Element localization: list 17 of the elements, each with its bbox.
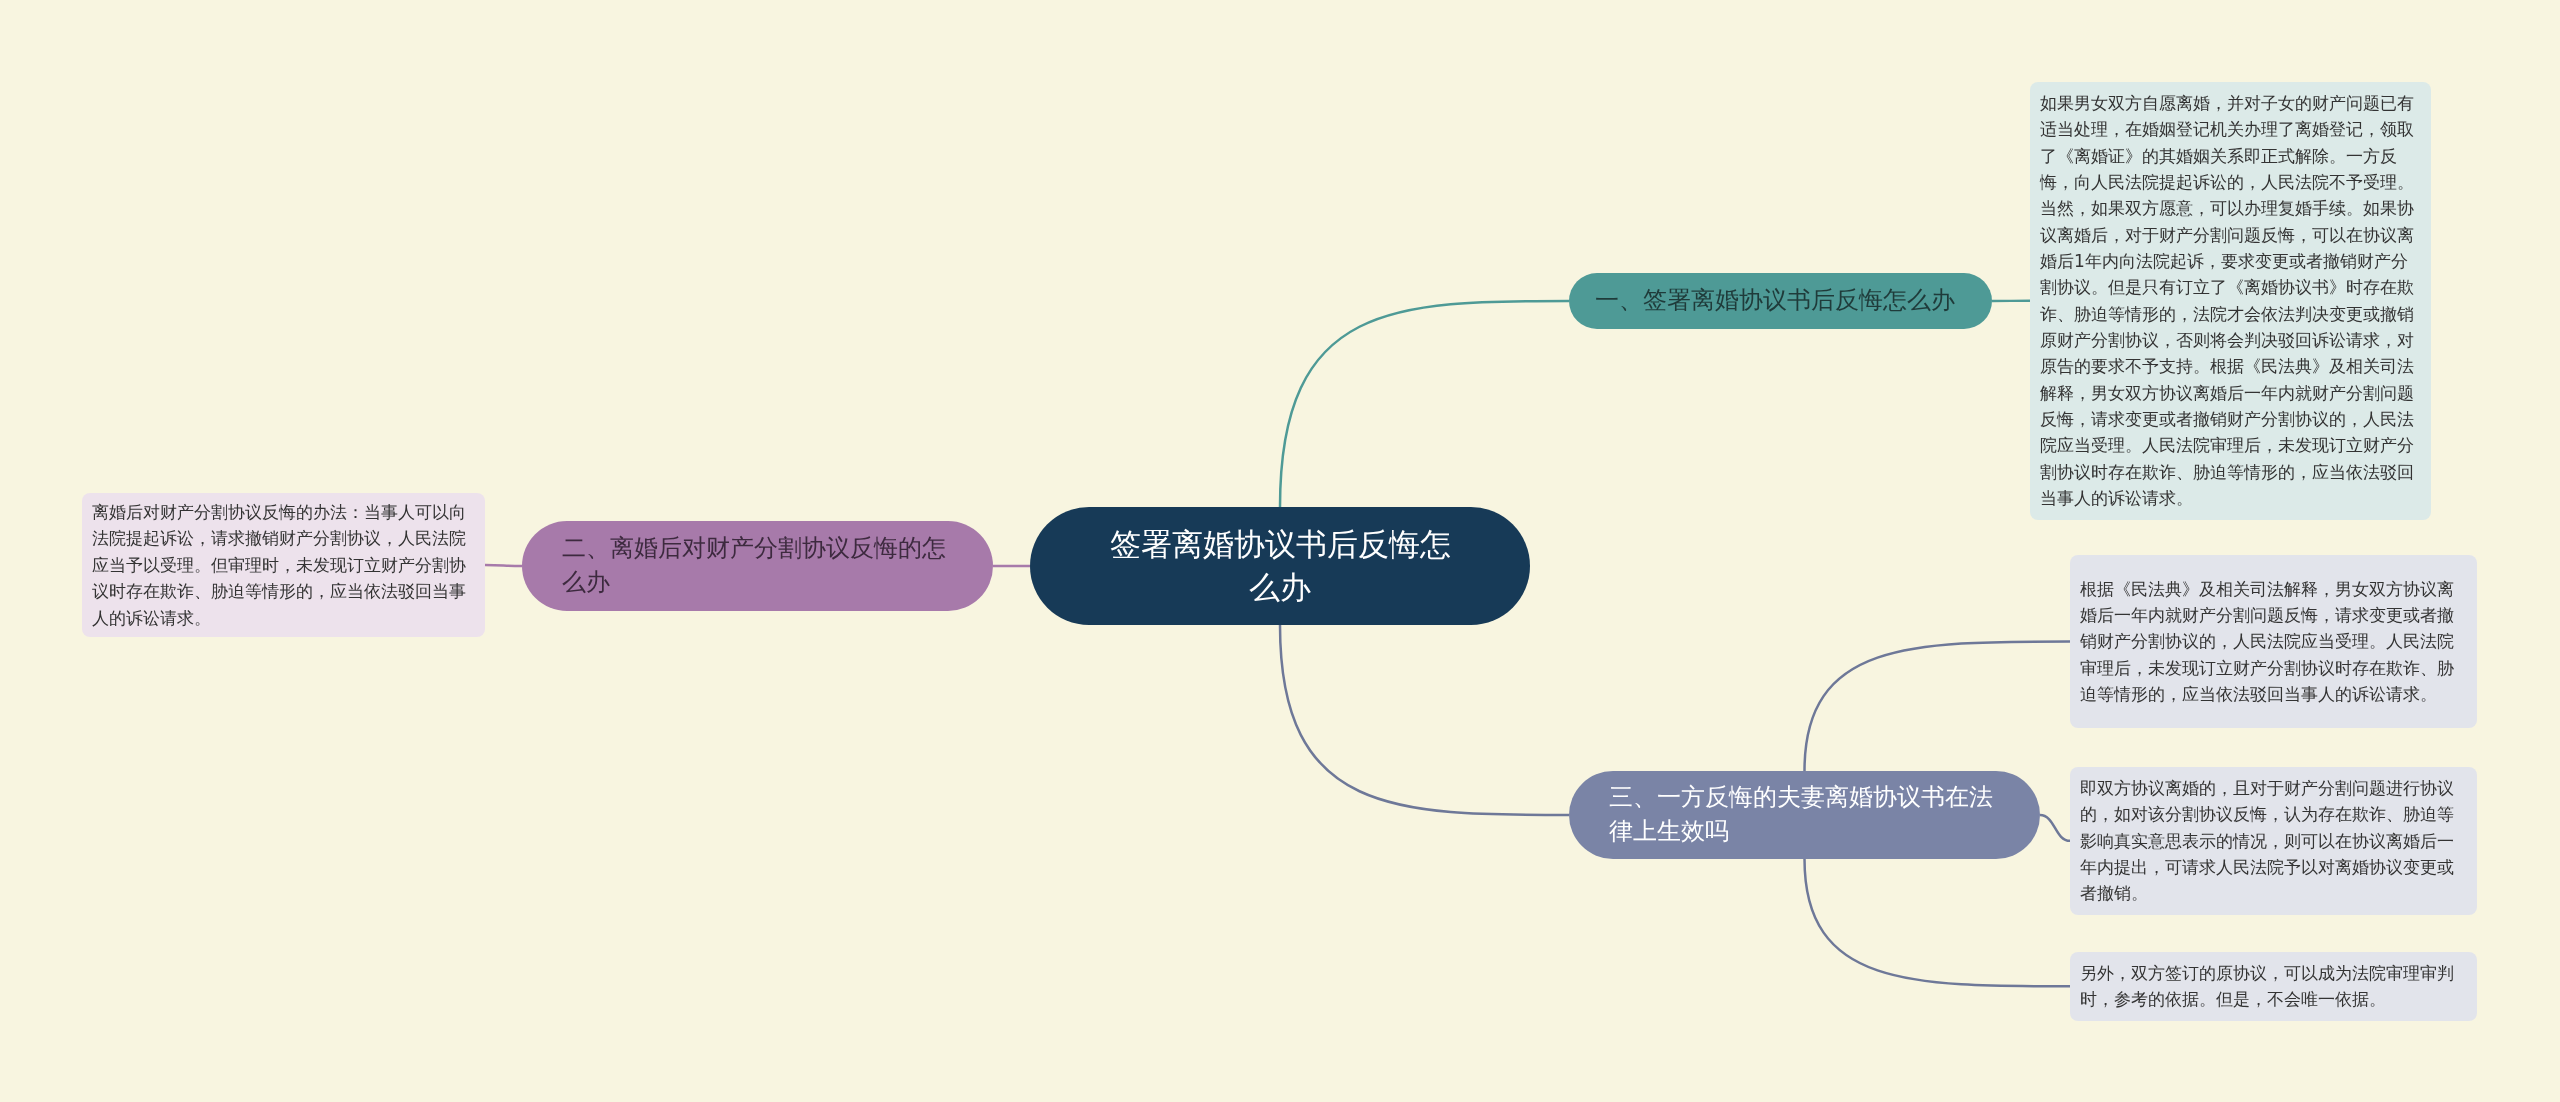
central-topic: 签署离婚协议书后反悔怎么办 — [1030, 507, 1530, 625]
note-box: 离婚后对财产分割协议反悔的办法：当事人可以向法院提起诉讼，请求撤销财产分割协议，人民法院应当予以受理。但审理时，未发现订立财产分割协议时存在欺诈、胁迫等情形的，应当依法驳回当事人的诉讼请求。 — [82, 493, 485, 637]
connector-line — [1803, 640, 2070, 772]
note-box: 如果男女双方自愿离婚，并对子女的财产问题已有适当处理，在婚姻登记机关办理了离婚登记，领取了《离婚证》的其婚姻关系即正式解除。一方反悔，向人民法院提起诉讼的，人民法院不予受理。当然，如果双方愿意，可以办理复婚手续。如果协议离婚后，对于财产分割问题反悔，可以在协议离婚后1年内向法院起诉，要求变更或者撤销财产分割协议。但是只有订立了《离婚协议书》时存在欺诈、胁迫等情形的，法院才会依法判决变更或撤销原财产分割协议，否则将会判决驳回诉讼请求，对原告的要求不予支持。根据《民法典》及相关司法解释，男女双方协议离婚后一年内就财产分割问题反悔，请求变更或者撤销财产分割协议的，人民法院应当受理。人民法院审理后，未发现订立财产分割协议时存在欺诈、胁迫等情形的，应当依法驳回当事人的诉讼请求。 — [2030, 82, 2431, 520]
branch-topic: 三、一方反悔的夫妻离婚协议书在法律上生效吗 — [1569, 771, 2040, 859]
connector-line — [993, 564, 1030, 568]
connector-line — [1278, 624, 1569, 817]
connector-line — [1992, 299, 2030, 303]
branch-topic: 二、离婚后对财产分割协议反悔的怎么办 — [522, 521, 993, 611]
note-box: 根据《民法典》及相关司法解释，男女双方协议离婚后一年内就财产分割问题反悔，请求变更或者撤销财产分割协议的，人民法院应当受理。人民法院审理后，未发现订立财产分割协议时存在欺诈、胁迫等情形的，应当依法驳回当事人的诉讼请求。 — [2070, 555, 2477, 728]
note-box: 即双方协议离婚的，且对于财产分割问题进行协议的，如对该分割协议反悔，认为存在欺诈、胁迫等影响真实意思表示的情况，则可以在协议离婚后一年内提出，可请求人民法院予以对离婚协议变更或者撤销。 — [2070, 767, 2477, 915]
note-box: 另外，双方签订的原协议，可以成为法院审理审判时，参考的依据。但是，不会唯一依据。 — [2070, 952, 2477, 1021]
connector-line — [2039, 813, 2071, 843]
branch-topic: 一、签署离婚协议书后反悔怎么办 — [1569, 273, 1992, 329]
connector-line — [1803, 858, 2070, 988]
connector-line — [1278, 299, 1569, 508]
connector-line — [485, 563, 522, 568]
